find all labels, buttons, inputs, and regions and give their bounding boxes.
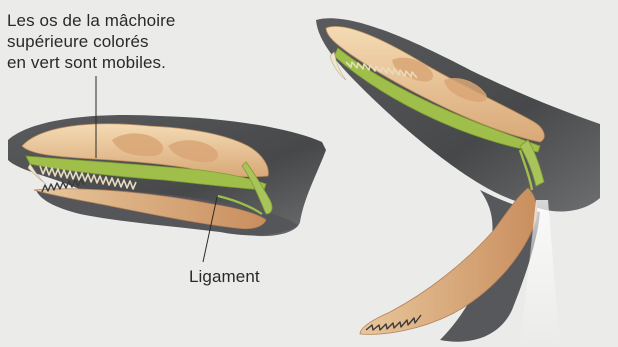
closed-mouth-skull bbox=[8, 115, 326, 236]
ligament-annotation: Ligament bbox=[189, 266, 260, 287]
upper-jaw-annotation-line-3: en vert sont mobiles. bbox=[7, 52, 175, 73]
upper-jaw-annotation: Les os de la mâchoire supérieure colorés… bbox=[7, 10, 175, 73]
open-mouth-skull bbox=[316, 18, 600, 347]
upper-jaw-annotation-line-2: supérieure colorés bbox=[7, 31, 175, 52]
upper-jaw-annotation-line-1: Les os de la mâchoire bbox=[7, 10, 175, 31]
